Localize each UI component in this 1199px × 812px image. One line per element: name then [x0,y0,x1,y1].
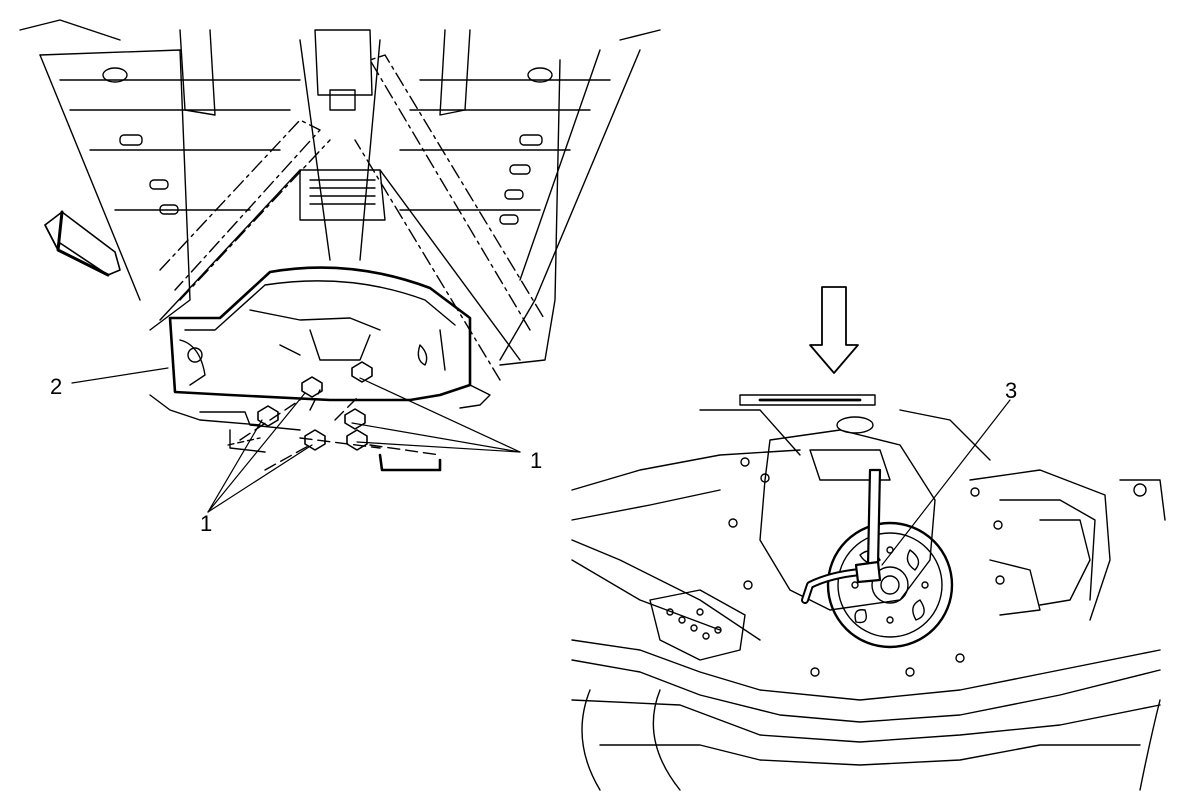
callout-fasteners-left: 1 [200,511,213,536]
view-direction-arrow-icon [809,286,859,374]
frame-rail-holes [666,608,722,640]
floor-pan-holes [102,67,553,225]
callout-flexplate-tool: 3 [1005,378,1018,403]
flexplate-holding-tool [801,468,882,604]
underbody-view [19,19,661,472]
flexplate-view [571,394,1166,791]
heat-shield-nuts [257,361,373,451]
callout-leader-3 [881,399,1011,566]
flexplate [826,521,954,649]
callout-fasteners-right: 1 [530,448,543,473]
callout-heat-shield: 2 [50,374,63,399]
callout-leaders-view-1 [71,367,521,513]
front-of-vehicle-arrow-icon [44,210,121,277]
underbody-fasteners [728,457,1005,677]
